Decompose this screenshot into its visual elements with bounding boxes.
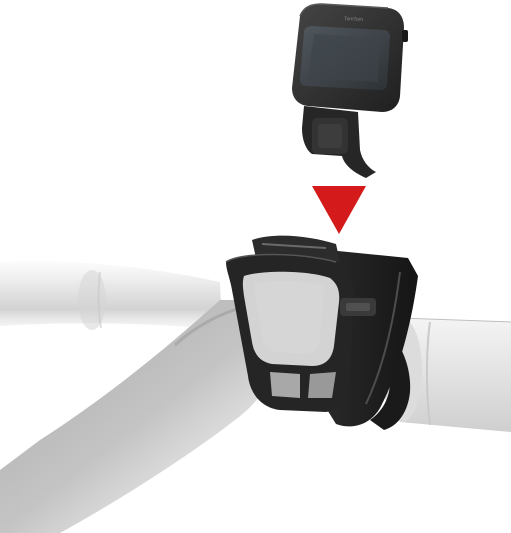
watch-device: TomTom: [292, 4, 408, 178]
handlebar-left: [0, 261, 222, 330]
insert-direction-arrow: [312, 186, 366, 234]
brand-logo-text: TomTom: [344, 16, 363, 23]
